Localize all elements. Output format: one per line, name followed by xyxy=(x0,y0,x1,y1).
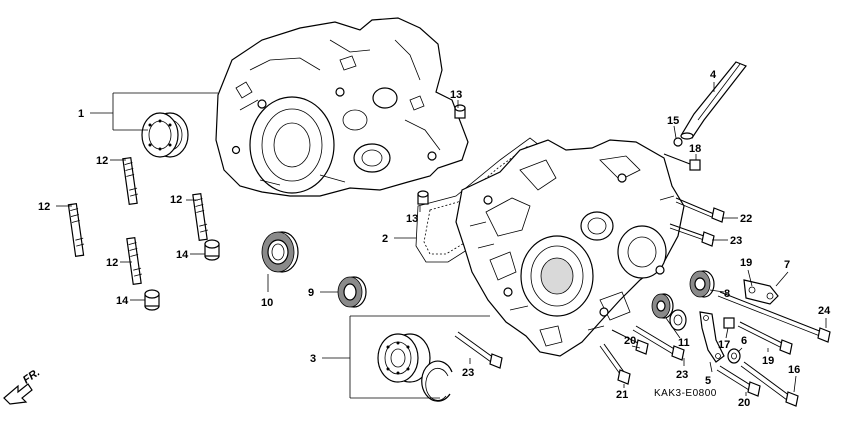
label-15: 15 xyxy=(667,115,679,127)
bolt-17 xyxy=(723,317,735,329)
stud-12-a xyxy=(122,156,138,206)
label-1: 1 xyxy=(78,108,84,120)
bolt-21 xyxy=(599,343,631,385)
stud-12-b xyxy=(67,203,85,257)
front-label: FR. xyxy=(21,366,42,386)
bolts xyxy=(454,153,831,407)
label-8: 8 xyxy=(724,288,730,300)
label-21: 21 xyxy=(616,389,628,401)
dowel-13-b xyxy=(417,190,429,205)
bearing-9 xyxy=(337,276,367,308)
label-12: 12 xyxy=(38,201,50,213)
bearing-top-left xyxy=(141,112,189,158)
label-2: 2 xyxy=(382,233,388,245)
snap-ring xyxy=(421,360,453,402)
label-23: 23 xyxy=(676,369,688,381)
label-12: 12 xyxy=(106,257,118,269)
clip-15 xyxy=(673,137,683,147)
label-12: 12 xyxy=(96,155,108,167)
label-17: 17 xyxy=(718,339,730,351)
diagram-code: KAK3-E0800 xyxy=(654,388,717,399)
part-labels: 1 12 12 12 12 14 14 10 9 13 13 2 3 23 4 … xyxy=(38,69,831,409)
label-22: 22 xyxy=(740,213,752,225)
stud-12-d xyxy=(126,236,142,286)
label-4: 4 xyxy=(710,69,717,81)
front-direction-arrow: FR. xyxy=(3,366,42,405)
stud-12-c xyxy=(192,192,208,242)
label-20: 20 xyxy=(738,397,750,409)
seal-17 xyxy=(669,309,687,331)
label-13: 13 xyxy=(406,213,418,225)
bolt-20-b xyxy=(716,365,761,397)
dowel-13-a xyxy=(454,104,466,119)
label-24: 24 xyxy=(818,305,831,317)
label-14: 14 xyxy=(176,249,189,261)
oil-seal-8 xyxy=(689,270,715,298)
dowel-14-b xyxy=(144,289,160,311)
bolt-24 xyxy=(717,291,831,343)
stud-bolts xyxy=(67,156,208,286)
label-13: 13 xyxy=(450,89,462,101)
label-14: 14 xyxy=(116,295,129,307)
label-10: 10 xyxy=(261,297,273,309)
label-3: 3 xyxy=(310,353,316,365)
label-23: 23 xyxy=(730,235,742,247)
label-6: 6 xyxy=(741,335,747,347)
label-16: 16 xyxy=(788,364,800,376)
label-18: 18 xyxy=(689,143,701,155)
label-20: 20 xyxy=(624,335,636,347)
left-crankcase-half xyxy=(215,17,469,197)
bolt-19-b xyxy=(737,321,793,355)
label-7: 7 xyxy=(784,259,790,271)
right-crankcase-half xyxy=(455,139,685,357)
label-23: 23 xyxy=(462,367,474,379)
bracket-5 xyxy=(699,311,725,363)
bolt-23-b xyxy=(454,331,503,369)
bolt-22 xyxy=(675,197,725,223)
label-11: 11 xyxy=(678,337,690,349)
bearing-3 xyxy=(377,333,431,383)
bracket-7 xyxy=(743,279,779,305)
oil-seal-11 xyxy=(651,293,674,319)
dowel-pins xyxy=(144,104,466,311)
washer-6 xyxy=(727,348,741,364)
label-19: 19 xyxy=(762,355,774,367)
label-19: 19 xyxy=(740,257,752,269)
bolt-20-a xyxy=(611,329,649,355)
oil-seal-10 xyxy=(261,231,299,273)
leader-lines xyxy=(56,82,827,399)
bolt-23-a xyxy=(669,223,715,247)
breather-tube xyxy=(680,61,747,140)
label-9: 9 xyxy=(308,287,314,299)
label-5: 5 xyxy=(705,375,711,387)
label-12: 12 xyxy=(170,194,182,206)
bolt-23-c xyxy=(632,325,685,361)
bolt-18 xyxy=(663,153,701,171)
dowel-14-a xyxy=(204,239,220,261)
bolt-16 xyxy=(740,361,799,407)
